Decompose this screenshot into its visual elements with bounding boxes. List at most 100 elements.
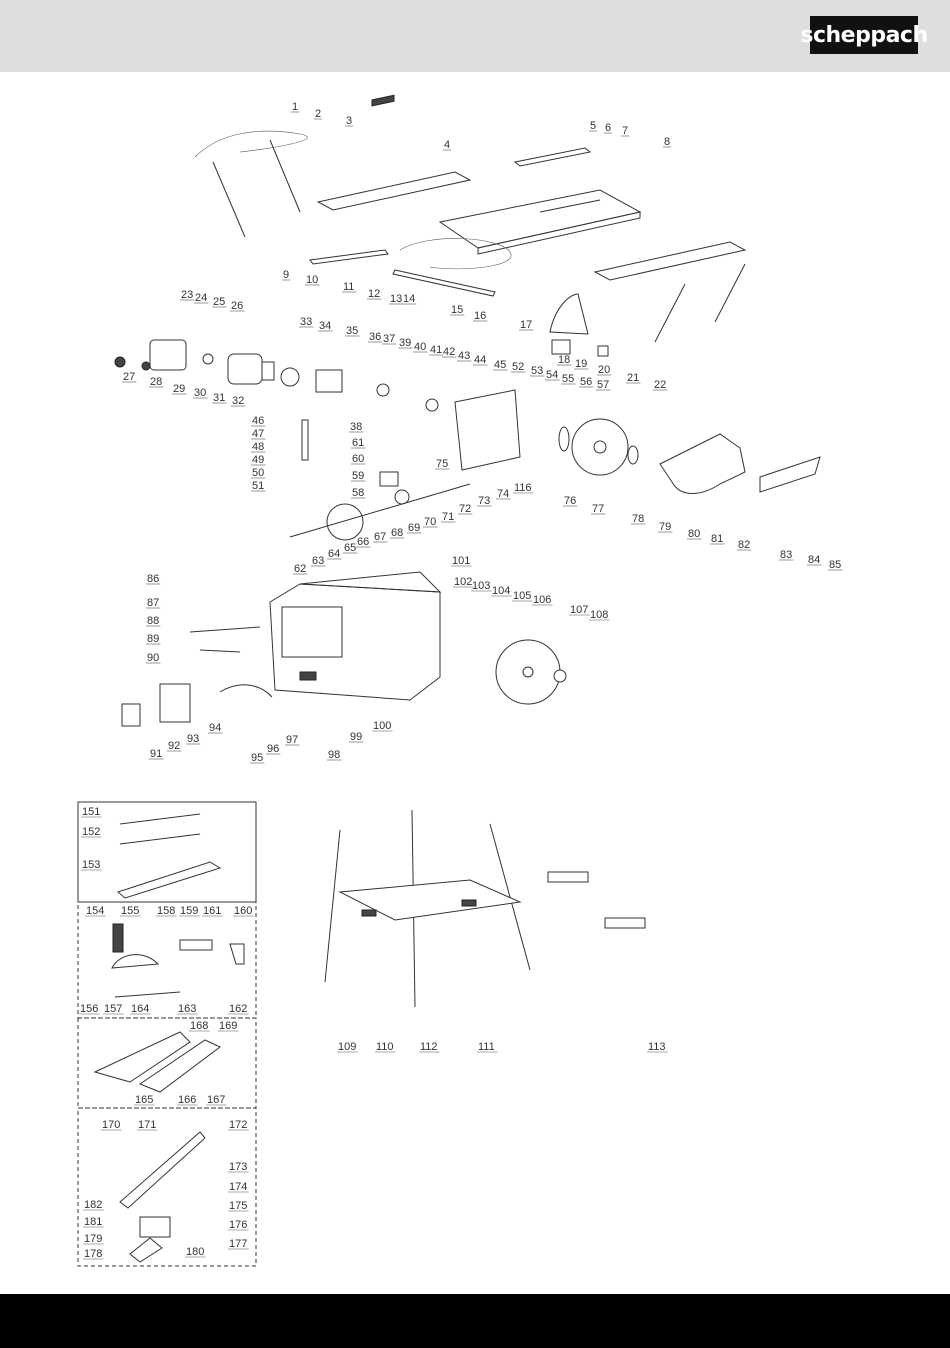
part-number-label: 1 bbox=[292, 101, 298, 113]
part-number-label: 46 bbox=[252, 415, 264, 427]
part-number-label: 73 bbox=[478, 495, 490, 507]
part-number-label: 104 bbox=[492, 585, 510, 597]
part-number-label: 162 bbox=[229, 1003, 247, 1015]
part-number-label: 95 bbox=[251, 752, 263, 764]
part-number-label: 22 bbox=[654, 379, 666, 391]
part-number-label: 2 bbox=[315, 108, 321, 120]
part-number-label: 74 bbox=[497, 488, 509, 500]
part-number-label: 14 bbox=[403, 293, 415, 305]
accessory-box-mitre bbox=[77, 901, 257, 1019]
gear-assembly bbox=[289, 471, 471, 541]
part-number-label: 169 bbox=[219, 1020, 237, 1032]
blade-guard-hood bbox=[659, 433, 821, 494]
part-number-label: 29 bbox=[173, 383, 185, 395]
part-number-label: 76 bbox=[564, 495, 576, 507]
part-number-label: 36 bbox=[369, 331, 381, 343]
part-number-label: 99 bbox=[350, 731, 362, 743]
part-number-label: 34 bbox=[319, 320, 331, 332]
part-number-label: 10 bbox=[306, 274, 318, 286]
part-number-label: 96 bbox=[267, 743, 279, 755]
part-number-label: 43 bbox=[458, 350, 470, 362]
part-number-label: 179 bbox=[84, 1233, 102, 1245]
part-number-label: 40 bbox=[414, 341, 426, 353]
part-number-label: 111 bbox=[478, 1041, 495, 1053]
part-number-label: 65 bbox=[344, 542, 356, 554]
part-number-label: 16 bbox=[474, 310, 486, 322]
main-table-top bbox=[438, 189, 642, 255]
part-number-label: 86 bbox=[147, 573, 159, 585]
part-number-label: 180 bbox=[186, 1246, 204, 1258]
part-number-label: 153 bbox=[82, 859, 100, 871]
base-housing bbox=[269, 571, 442, 701]
part-number-label: 72 bbox=[459, 503, 471, 515]
part-number-label: 170 bbox=[102, 1119, 120, 1131]
part-number-label: 18 bbox=[558, 354, 570, 366]
part-number-label: 164 bbox=[131, 1003, 149, 1015]
part-number-label: 77 bbox=[592, 503, 604, 515]
part-number-label: 52 bbox=[512, 361, 524, 373]
part-number-label: 152 bbox=[82, 826, 100, 838]
part-number-label: 108 bbox=[590, 609, 608, 621]
part-number-label: 55 bbox=[562, 373, 574, 385]
part-number-label: 81 bbox=[711, 533, 723, 545]
part-number-label: 103 bbox=[472, 580, 490, 592]
part-number-label: 78 bbox=[632, 513, 644, 525]
part-number-label: 38 bbox=[350, 421, 362, 433]
part-number-label: 174 bbox=[229, 1181, 247, 1193]
part-number-label: 30 bbox=[194, 387, 206, 399]
part-number-label: 12 bbox=[368, 288, 380, 300]
part-number-label: 60 bbox=[352, 453, 364, 465]
part-number-label: 113 bbox=[648, 1041, 666, 1053]
part-number-label: 41 bbox=[430, 344, 442, 356]
fence-bar bbox=[513, 147, 592, 167]
part-number-label: 177 bbox=[229, 1238, 247, 1250]
table-extension-left bbox=[194, 94, 472, 238]
part-number-label: 25 bbox=[213, 296, 225, 308]
part-number-label: 7 bbox=[622, 125, 628, 137]
part-number-label: 11 bbox=[343, 281, 354, 293]
part-number-label: 172 bbox=[229, 1119, 247, 1131]
part-number-label: 17 bbox=[520, 319, 532, 331]
part-number-label: 167 bbox=[207, 1094, 225, 1106]
part-number-label: 9 bbox=[283, 269, 289, 281]
part-number-label: 91 bbox=[150, 748, 162, 760]
part-number-label: 151 bbox=[82, 806, 100, 818]
part-number-label: 171 bbox=[138, 1119, 156, 1131]
part-number-label: 15 bbox=[451, 304, 463, 316]
part-number-label: 42 bbox=[443, 346, 455, 358]
part-number-label: 90 bbox=[147, 652, 159, 664]
part-number-label: 158 bbox=[157, 905, 175, 917]
part-number-label: 161 bbox=[203, 905, 221, 917]
part-number-label: 101 bbox=[452, 555, 470, 567]
part-number-label: 88 bbox=[147, 615, 159, 627]
part-number-label: 39 bbox=[399, 337, 411, 349]
part-number-label: 51 bbox=[252, 480, 264, 492]
part-number-label: 68 bbox=[391, 527, 403, 539]
part-number-label: 69 bbox=[408, 522, 420, 534]
riving-knife-guard bbox=[549, 293, 609, 357]
brand-logo: scheppach bbox=[800, 16, 928, 54]
part-number-label: 66 bbox=[357, 536, 369, 548]
part-number-label: 83 bbox=[780, 549, 792, 561]
blade-guard-parts bbox=[93, 1031, 221, 1093]
saw-blade-lower bbox=[495, 639, 567, 705]
part-number-label: 87 bbox=[147, 597, 159, 609]
part-number-label: 105 bbox=[513, 590, 531, 602]
wrench-and-push-stick bbox=[116, 813, 222, 899]
part-number-label: 89 bbox=[147, 633, 159, 645]
part-number-label: 44 bbox=[474, 354, 486, 366]
part-number-label: 31 bbox=[213, 392, 225, 404]
part-number-label: 84 bbox=[808, 554, 820, 566]
part-number-label: 59 bbox=[352, 470, 364, 482]
part-number-label: 85 bbox=[829, 559, 841, 571]
part-number-label: 110 bbox=[376, 1041, 394, 1053]
part-number-label: 49 bbox=[252, 454, 264, 466]
part-number-label: 98 bbox=[328, 749, 340, 761]
part-number-label: 112 bbox=[420, 1041, 438, 1053]
part-number-label: 48 bbox=[252, 441, 264, 453]
part-number-label: 71 bbox=[442, 511, 454, 523]
